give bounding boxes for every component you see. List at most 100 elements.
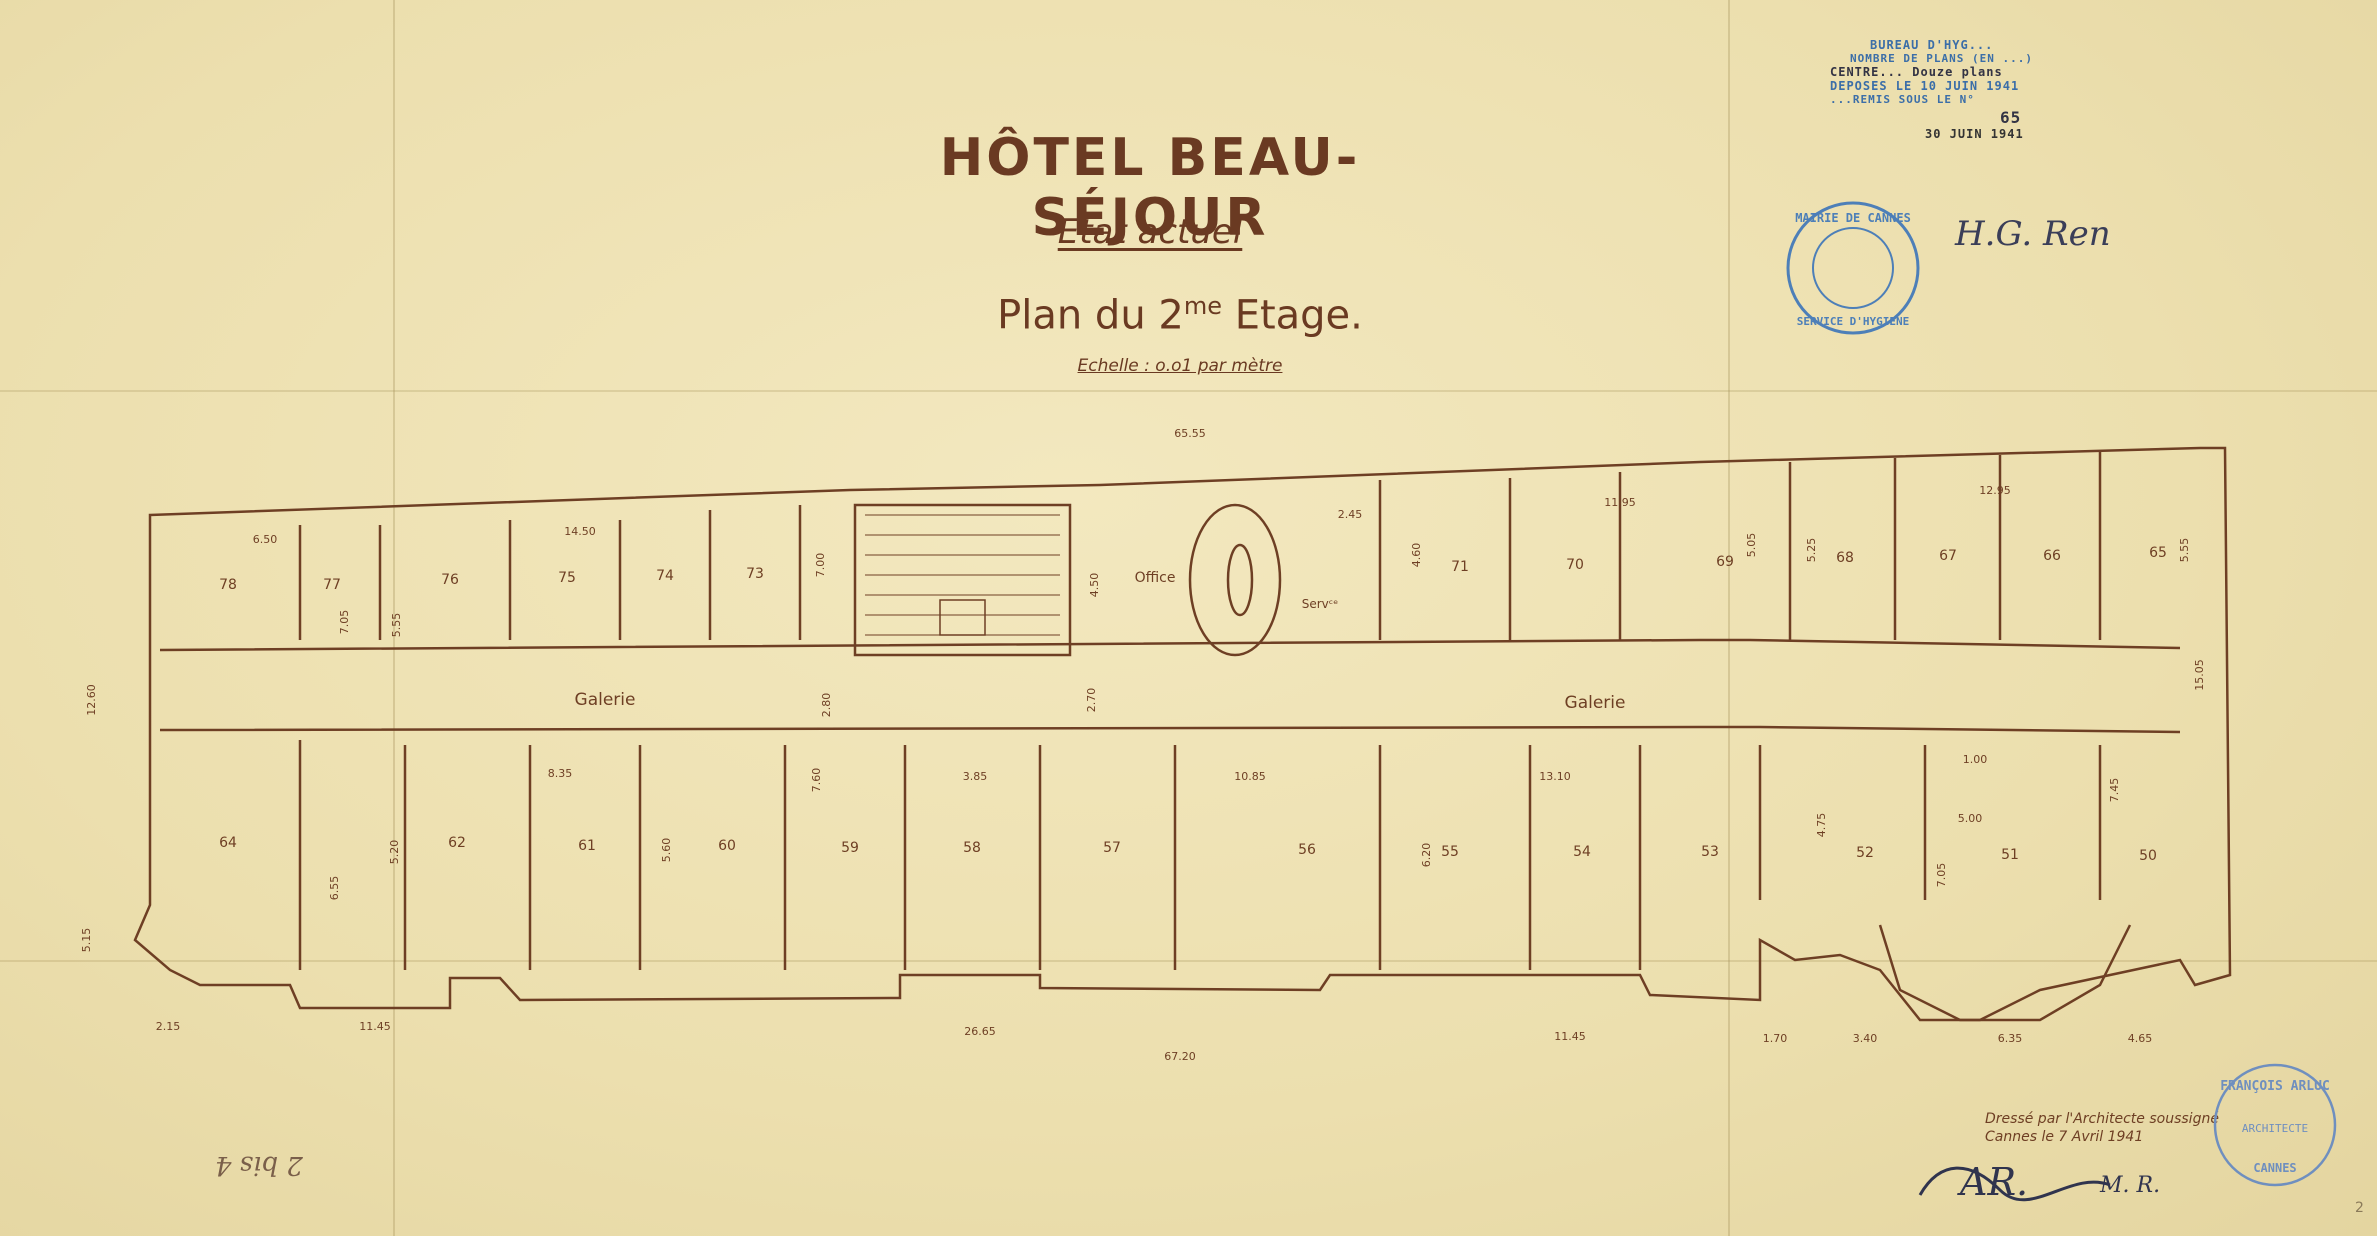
dimension: 13.10 — [1539, 770, 1571, 783]
partition — [1378, 452, 2102, 640]
credit-line: Cannes le 7 Avril 1941 — [1985, 1129, 2144, 1145]
dimension: 7.00 — [814, 553, 827, 578]
dimension: 2.15 — [156, 1020, 181, 1033]
room-number: 67 — [1939, 548, 1957, 564]
credit-line: Dressé par l'Architecte soussigné — [1985, 1111, 2219, 1127]
dimension: 4.50 — [1088, 573, 1101, 598]
signature-top: H.G. Ren — [1954, 214, 2111, 254]
outer-wall — [133, 446, 2232, 1022]
service-staircase — [1188, 503, 1282, 657]
room-number: 56 — [1298, 842, 1316, 858]
dimension: 1.00 — [1963, 753, 1988, 766]
architect-stamp-bottom: CANNES — [2253, 1161, 2296, 1175]
dimension: 5.05 — [1745, 533, 1758, 558]
fold-line — [393, 0, 395, 1236]
stamp-line: ...REMIS SOUS LE N° — [1830, 93, 1975, 106]
dimension: 5.20 — [388, 840, 401, 865]
stair-well — [939, 599, 986, 636]
drawing-title: HÔTEL BEAU-SÉJOUR — [939, 128, 1361, 248]
dimension: 3.40 — [1853, 1032, 1878, 1045]
room-number: 78 — [219, 577, 237, 593]
drawing-subtitle: Etat actuel — [1057, 212, 1243, 252]
dimension: 14.50 — [564, 525, 596, 538]
room-number: 65 — [2149, 545, 2167, 561]
partition — [298, 505, 802, 640]
dimension: 5.55 — [2178, 538, 2191, 563]
stamp-line: CENTRE... Douze plans — [1830, 65, 2003, 79]
dimension: 5.15 — [80, 928, 93, 953]
dimension: 26.65 — [964, 1025, 996, 1038]
corner-number: 2 — [2355, 1200, 2364, 1216]
mairie-round-stamp: MAIRIE DE CANNES SERVICE D'HYGIENE — [1786, 201, 1920, 335]
fold-line — [0, 960, 2377, 962]
room-number: 59 — [841, 840, 859, 856]
stamp-date: 30 JUIN 1941 — [1925, 127, 2024, 141]
architect-credit: Dressé par l'Architecte soussigné Cannes… — [1985, 1110, 2225, 1146]
plan-title-post: Etage. — [1221, 292, 1363, 339]
north-room-labels: 78 77 76 75 74 73 71 70 69 68 67 66 65 — [219, 545, 2167, 593]
stamp-round-top: MAIRIE DE CANNES — [1795, 211, 1911, 225]
dimension: 4.65 — [2128, 1032, 2153, 1045]
dimension: 15.05 — [2193, 659, 2206, 691]
dimension: 6.35 — [1998, 1032, 2023, 1045]
partition — [298, 740, 1042, 970]
galerie-label: Galerie — [575, 690, 636, 710]
dimension: 6.50 — [253, 533, 278, 546]
dimension: 7.05 — [338, 610, 351, 635]
stamp-line: DEPOSES LE 10 JUIN 1941 — [1830, 79, 2020, 93]
dimension: 12.60 — [85, 684, 98, 716]
room-number: 74 — [656, 568, 674, 584]
dimension: 3.85 — [963, 770, 988, 783]
dimension: 7.45 — [2108, 778, 2121, 803]
dimension: 10.85 — [1234, 770, 1266, 783]
signature-bottom-b: M. R. — [2099, 1173, 2160, 1198]
fold-line — [1728, 0, 1730, 1236]
plan-title-sup: me — [1183, 292, 1222, 320]
room-number: 55 — [1441, 844, 1459, 860]
dimension: 4.75 — [1815, 813, 1828, 838]
hygiene-office-stamp: BUREAU D'HYG... NOMBRE DE PLANS (EN ...)… — [1830, 38, 2050, 188]
room-number: 69 — [1716, 554, 1734, 570]
stamp-line: BUREAU D'HYG... — [1870, 38, 1994, 52]
corridor-wall-south — [159, 725, 2181, 734]
dimension: 67.20 — [1164, 1050, 1196, 1063]
office-label: Office — [1135, 570, 1176, 586]
stair-treads — [865, 514, 1060, 636]
room-number: 71 — [1451, 559, 1469, 575]
dimension: 5.60 — [660, 838, 673, 863]
room-number: 52 — [1856, 845, 1874, 861]
stamp-line: NOMBRE DE PLANS (EN ...) — [1850, 52, 2033, 65]
room-number: 75 — [558, 570, 576, 586]
service-label: Servᶜᵉ — [1302, 597, 1338, 611]
room-number: 57 — [1103, 840, 1121, 856]
dimension: 7.60 — [810, 768, 823, 793]
architect-round-stamp: FRANÇOIS ARLUC ARCHITECTE CANNES — [2213, 1063, 2337, 1187]
dimension: 6.20 — [1420, 843, 1433, 868]
room-number: 62 — [448, 835, 466, 851]
room-number: 68 — [1836, 550, 1854, 566]
room-number: 51 — [2001, 847, 2019, 863]
galerie-label: Galerie — [1565, 693, 1626, 713]
dimension: 4.60 — [1410, 543, 1423, 568]
dimension: 1.70 — [1763, 1032, 1788, 1045]
signature-bottom-a: AR. — [1957, 1160, 2028, 1204]
plan-title: Plan du 2me Etage. — [980, 292, 1380, 338]
stamp-round-bottom: SERVICE D'HYGIENE — [1797, 315, 1910, 328]
dimension: 5.55 — [390, 613, 403, 638]
dimension: 11.45 — [359, 1020, 391, 1033]
dimension: 6.55 — [328, 876, 341, 901]
main-staircase — [853, 503, 1072, 657]
service-stair-core — [1226, 543, 1254, 617]
dimension: 2.80 — [820, 693, 833, 718]
room-number: 66 — [2043, 548, 2061, 564]
partition — [1173, 745, 2102, 970]
architect-stamp-top: FRANÇOIS ARLUC — [2220, 1079, 2330, 1094]
architect-stamp-middle: ARCHITECTE — [2242, 1122, 2308, 1135]
room-number: 58 — [963, 840, 981, 856]
room-number: 70 — [1566, 557, 1584, 573]
dimension: 2.45 — [1338, 508, 1363, 521]
dimension: 7.05 — [1935, 863, 1948, 888]
room-number: 76 — [441, 572, 459, 588]
dimension: 5.25 — [1805, 538, 1818, 563]
dimension: 65.55 — [1174, 427, 1206, 440]
